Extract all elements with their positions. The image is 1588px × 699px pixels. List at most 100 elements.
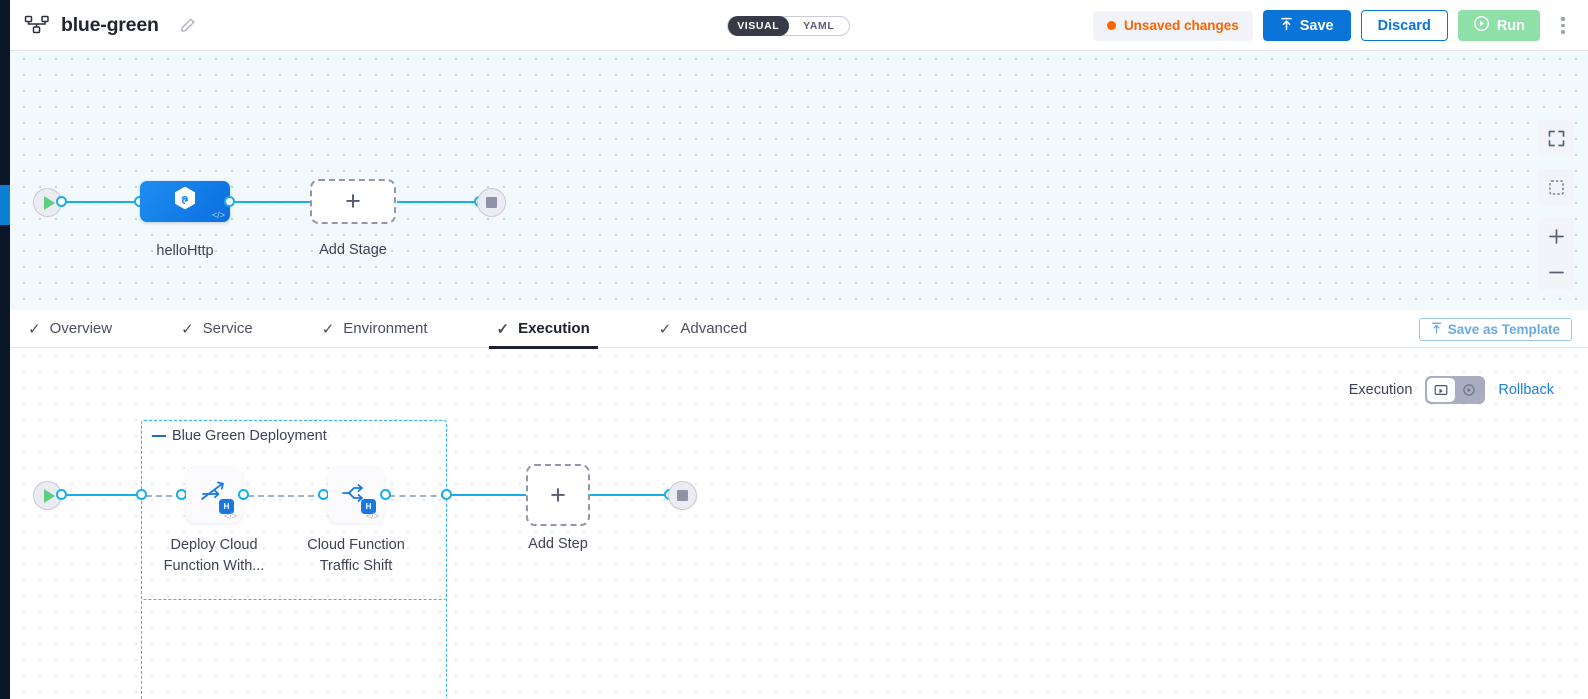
stage-output-port[interactable] (224, 196, 235, 207)
visual-yaml-toggle[interactable]: VISUAL YAML (727, 16, 850, 36)
step-2-label-line2: Traffic Shift (319, 558, 393, 574)
execution-label: Execution (1348, 382, 1413, 398)
fit-to-screen-icon[interactable] (1538, 169, 1574, 205)
harness-badge-icon: H (219, 499, 234, 514)
play-start-icon (43, 488, 55, 503)
zoom-out-icon[interactable] (1538, 254, 1574, 290)
upload-arrow-icon (1431, 322, 1442, 337)
rollback-view-icon[interactable] (1455, 378, 1483, 402)
add-stage-button[interactable]: + (310, 179, 396, 224)
plus-icon: + (345, 186, 361, 216)
check-icon: ✓ (28, 320, 41, 338)
traffic-shift-icon (340, 479, 372, 512)
step-2-output-port[interactable] (380, 489, 391, 500)
app-header: blue-green VISUAL YAML Unsaved changes (0, 0, 1588, 51)
stop-end-icon (677, 490, 688, 501)
step-2-code-mark: </> (365, 511, 379, 521)
more-vertical-icon[interactable] (1552, 11, 1574, 41)
add-stage-label: Add Stage (319, 242, 387, 258)
run-button[interactable]: Run (1457, 10, 1540, 41)
execution-toolbar: Execution Rollback (1349, 376, 1554, 404)
group-output-port[interactable] (441, 489, 452, 500)
stop-end-icon (486, 197, 497, 208)
add-step-label: Add Step (528, 536, 588, 552)
edge-step1-to-step2 (248, 495, 324, 497)
step-node-traffic-shift[interactable]: H </> (328, 467, 384, 523)
deploy-function-icon (198, 478, 230, 513)
zoom-controls[interactable] (1538, 218, 1574, 290)
pipeline-end-node[interactable] (477, 188, 506, 217)
tab-list: ✓ Overview ✓ Service ✓ Environment ✓ Exe… (0, 310, 773, 349)
stage-canvas[interactable]: </> helloHttp + Add Stage (0, 51, 1588, 310)
check-icon: ✓ (321, 320, 335, 338)
check-icon: ✓ (658, 320, 672, 338)
step-2-label: Cloud Function Traffic Shift (286, 535, 426, 577)
fit-to-screen-control[interactable] (1538, 169, 1574, 205)
edge-step2-to-group-out (389, 495, 447, 497)
step-1-output-port[interactable] (238, 489, 249, 500)
page-title: blue-green (61, 13, 159, 36)
unsaved-changes-badge[interactable]: Unsaved changes (1092, 10, 1253, 41)
stage-node-hellohttp[interactable]: </> (140, 181, 230, 222)
fullscreen-control[interactable] (1538, 120, 1574, 156)
step-1-label-line1: Deploy Cloud (170, 537, 258, 553)
tab-service[interactable]: ✓ Service (181, 310, 279, 348)
edge-start-to-group (56, 494, 146, 497)
execution-rollback-toggle[interactable] (1425, 376, 1486, 404)
execution-graph: Blue Green Deployment (0, 348, 1588, 699)
edge-add-to-end (397, 201, 482, 204)
step-group-label: Blue Green Deployment (172, 428, 327, 444)
execution-canvas[interactable]: Execution Rollback (0, 348, 1588, 699)
save-button[interactable]: Save (1262, 10, 1351, 41)
save-button-label: Save (1299, 17, 1334, 34)
tab-environment-label: Environment (343, 320, 428, 337)
unsaved-dot-icon (1106, 21, 1116, 30)
canvas-controls (1538, 120, 1574, 303)
add-step-button[interactable]: + (526, 464, 590, 526)
left-nav-rail (0, 0, 10, 699)
step-group-box[interactable] (141, 420, 447, 600)
tab-overview-label: Overview (49, 320, 113, 337)
play-circle-icon (1473, 15, 1490, 36)
pencil-icon[interactable] (179, 17, 196, 34)
tab-advanced-label: Advanced (680, 320, 748, 337)
run-button-label: Run (1496, 17, 1525, 34)
edge-stage-to-add (224, 201, 310, 204)
execution-start-output-port[interactable] (56, 489, 67, 500)
discard-button[interactable]: Discard (1360, 10, 1448, 41)
save-as-template-button[interactable]: Save as Template (1418, 318, 1572, 341)
edge-group-in-to-step1 (146, 495, 182, 497)
discard-button-label: Discard (1377, 17, 1431, 34)
zoom-in-icon[interactable] (1538, 218, 1574, 254)
stage-node-label: helloHttp (156, 243, 214, 259)
execution-view-icon[interactable] (1427, 378, 1456, 402)
unsaved-changes-label: Unsaved changes (1123, 18, 1239, 33)
left-rail-active-indicator (0, 185, 10, 225)
tab-overview[interactable]: ✓ Overview (28, 310, 138, 348)
header-actions: Unsaved changes Save Discard (1092, 0, 1574, 51)
group-collapse-icon[interactable] (152, 434, 166, 438)
tab-environment[interactable]: ✓ Environment (322, 310, 454, 348)
mode-option-yaml[interactable]: YAML (803, 20, 835, 32)
check-icon: ✓ (181, 320, 194, 338)
rollback-link[interactable]: Rollback (1498, 382, 1554, 398)
execution-end-node[interactable] (668, 481, 697, 510)
tab-execution[interactable]: ✓ Execution (488, 310, 616, 349)
step-1-label-line2: Function With... (163, 558, 265, 574)
config-tabbar: ✓ Overview ✓ Service ✓ Environment ✓ Exe… (0, 310, 1588, 349)
save-as-template-label: Save as Template (1447, 322, 1560, 337)
tab-advanced[interactable]: ✓ Advanced (659, 310, 773, 348)
step-group-label-wrap: Blue Green Deployment (152, 428, 327, 444)
edge-add-step-to-end (590, 494, 672, 497)
upload-arrow-icon (1280, 17, 1293, 35)
fullscreen-icon[interactable] (1538, 120, 1574, 156)
start-output-port[interactable] (56, 196, 67, 207)
mode-option-visual[interactable]: VISUAL (728, 16, 789, 36)
check-icon: ✓ (496, 320, 510, 338)
tab-execution-label: Execution (518, 320, 590, 337)
plus-icon: + (550, 479, 566, 510)
step-node-deploy-cloud-function[interactable]: H </> (186, 467, 242, 523)
edge-start-to-stage (56, 201, 146, 204)
group-input-port[interactable] (136, 489, 147, 500)
